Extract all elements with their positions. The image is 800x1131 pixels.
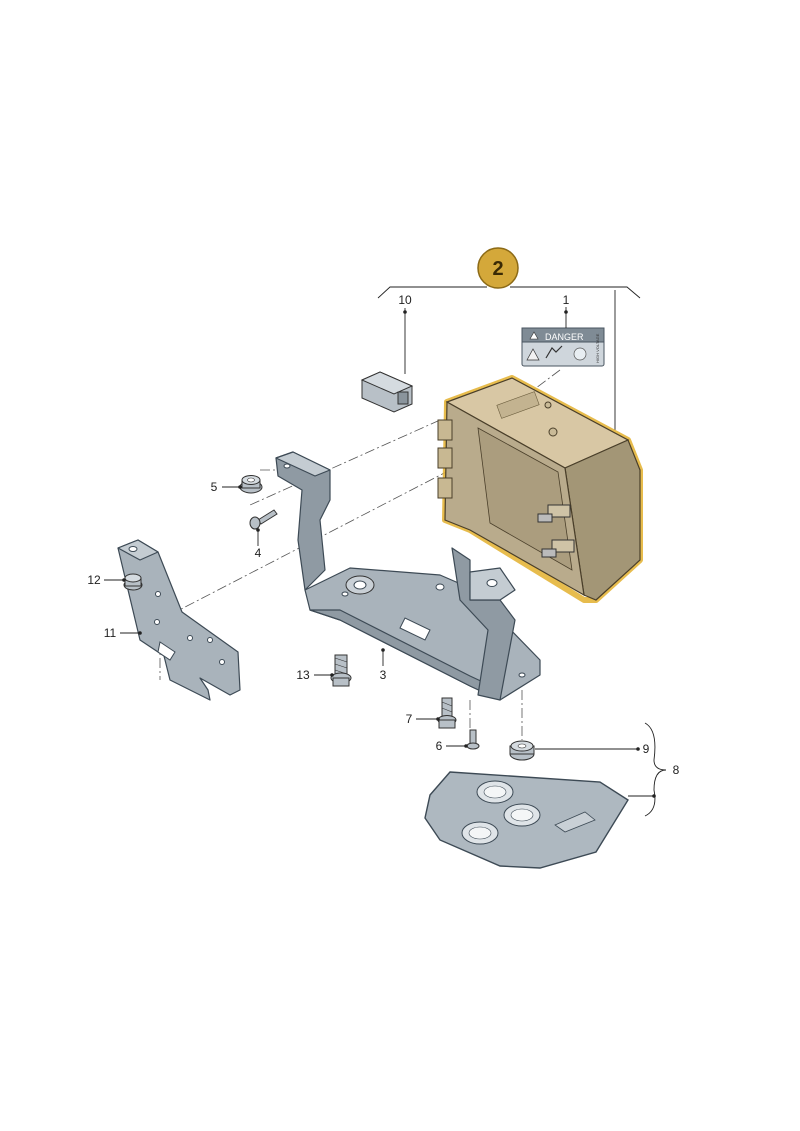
callout-11[interactable]: 11 xyxy=(104,626,117,640)
callout-6[interactable]: 6 xyxy=(436,739,443,753)
callout-13[interactable]: 13 xyxy=(296,668,310,682)
bolt-7[interactable] xyxy=(437,697,457,729)
callout-7[interactable]: 7 xyxy=(406,712,413,726)
hazard-triangle-icon xyxy=(526,348,540,361)
callout-numbers: 1 3 4 5 6 7 8 9 10 11 12 13 xyxy=(87,293,679,777)
callout-3[interactable]: 3 xyxy=(380,668,387,682)
callout-8[interactable]: 8 xyxy=(673,763,680,777)
callout-9[interactable]: 9 xyxy=(643,742,650,756)
callout-1[interactable]: 1 xyxy=(563,293,570,307)
callout-12[interactable]: 12 xyxy=(87,573,101,587)
high-voltage-unit[interactable] xyxy=(437,375,643,603)
callout-5[interactable]: 5 xyxy=(211,480,218,494)
side-bracket[interactable] xyxy=(117,539,241,701)
manual-icon xyxy=(573,347,587,361)
sticker-danger-text: DANGER xyxy=(545,332,584,342)
unit-terminal-studs xyxy=(537,504,575,558)
bolt-13[interactable] xyxy=(330,654,352,687)
grommet-9[interactable] xyxy=(509,740,535,761)
assembly-2-badge-number: 2 xyxy=(492,258,503,280)
danger-warning-sticker[interactable]: DANGER HIGH VOLTAGE xyxy=(521,327,605,367)
carrier-bracket[interactable] xyxy=(275,451,541,701)
protective-pad[interactable] xyxy=(424,771,629,869)
warning-triangle-icon xyxy=(529,331,539,340)
callout-10[interactable]: 10 xyxy=(398,293,412,307)
plug-connector[interactable] xyxy=(360,371,414,413)
electric-shock-icon xyxy=(545,345,563,359)
screw-6[interactable] xyxy=(466,729,480,750)
screw-4[interactable] xyxy=(249,509,278,530)
nut-5[interactable] xyxy=(239,475,263,494)
assembly-2-badge[interactable]: 2 xyxy=(477,247,519,289)
sticker-side-text: HIGH VOLTAGE xyxy=(595,333,600,363)
leader-lines xyxy=(104,307,667,817)
assembly-2-bracket-line xyxy=(377,286,641,430)
nut-12[interactable] xyxy=(123,573,143,591)
callout-4[interactable]: 4 xyxy=(255,546,262,560)
